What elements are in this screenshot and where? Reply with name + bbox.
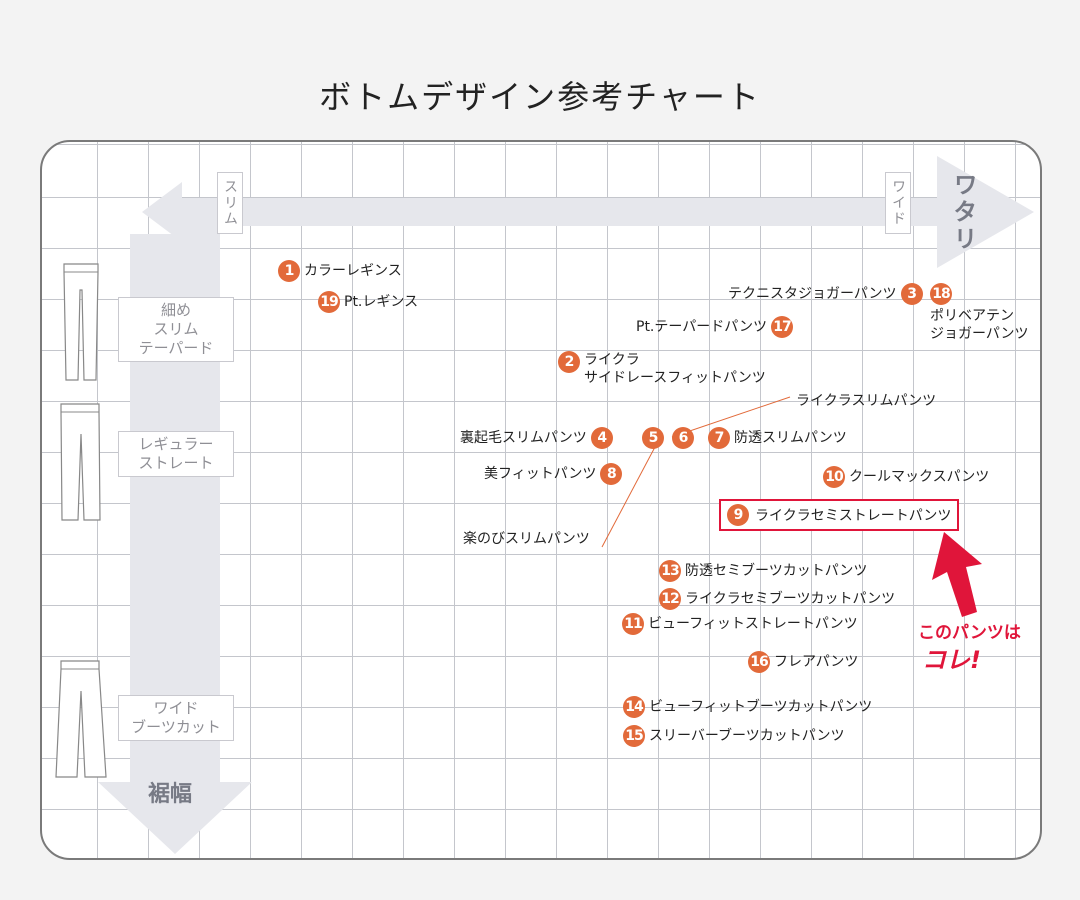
category-regular-straight: レギュラー ストレート xyxy=(118,431,234,477)
regular-pants-icon xyxy=(60,403,101,521)
slim-pants-icon xyxy=(63,263,99,381)
susohaba-axis-label: 裾幅 xyxy=(148,782,193,807)
chart-title: ボトムデザイン参考チャート xyxy=(319,78,761,116)
slim-label: スリム xyxy=(217,172,243,234)
chart-board: スリム ワイド ワタリ 裾幅 細め スリム テーパード レギュラー ストレート … xyxy=(40,140,1042,860)
item-6-label: ライクラスリムパンツ xyxy=(796,393,937,409)
wide-label: ワイド xyxy=(885,172,911,234)
category-wide-bootcut: ワイド ブーツカット xyxy=(118,695,234,741)
callout-arrow xyxy=(932,532,982,617)
callout-line1: このパンツは xyxy=(918,623,1021,643)
category-slim-tapered: 細め スリム テーパード xyxy=(118,297,234,362)
watari-axis-label: ワタリ xyxy=(949,172,977,253)
callout-line2: コレ! xyxy=(922,646,981,674)
vertical-axis-arrow xyxy=(98,199,252,854)
leader-line-5 xyxy=(601,446,656,548)
bootcut-pants-icon xyxy=(55,660,107,778)
axis-arrows xyxy=(98,156,1034,854)
item-6-marker: 6 xyxy=(672,427,694,449)
item-5-marker: 5 xyxy=(642,427,664,449)
item-5-label: 楽のびスリムパンツ xyxy=(463,531,590,547)
horizontal-axis-arrow xyxy=(142,156,1034,268)
